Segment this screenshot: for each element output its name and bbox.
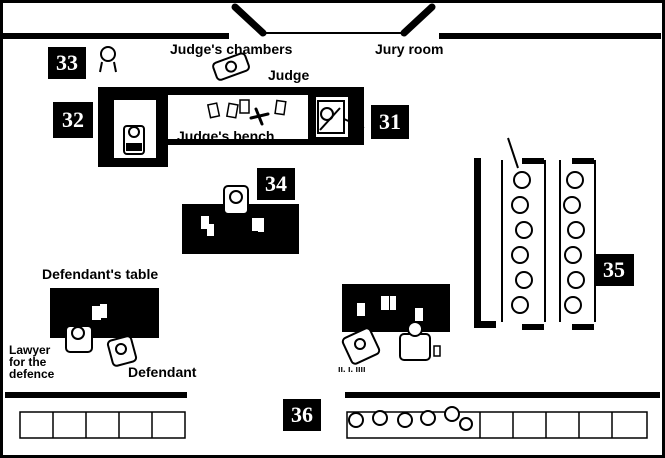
defence-papers	[92, 304, 107, 320]
judge-label: Judge	[268, 67, 310, 83]
stenographer-figure	[223, 185, 249, 215]
gallery-rail-left	[5, 392, 187, 398]
top-wall-left	[3, 33, 229, 39]
gavel-icon	[249, 107, 270, 126]
bench-bottom-rail	[168, 139, 308, 145]
gallery-rail-right	[345, 392, 660, 398]
bench-top-rail	[105, 87, 363, 95]
jurors-front-row	[511, 171, 533, 314]
jury-box	[474, 137, 596, 330]
marker-35: 35	[594, 254, 634, 286]
lawyer-defence-label-line1: Lawyer	[9, 343, 51, 357]
prosecution-papers	[357, 296, 423, 321]
jurors-back-row	[563, 171, 585, 314]
lawyer-defence-label-line3: defence	[9, 367, 55, 381]
prosecutor-figure	[341, 327, 381, 365]
top-wall-right	[439, 33, 661, 39]
marker-32: 32	[53, 102, 93, 138]
court-officer-figure	[99, 46, 117, 73]
marker-33: 33	[48, 47, 86, 79]
lawyer-defence-figure	[65, 325, 93, 353]
door-right-leaf	[400, 3, 436, 37]
prosecution-lawyer-figure	[399, 321, 441, 361]
defendants-table-label: Defendant's table	[42, 266, 159, 282]
lawyer-defence-label-line2: for the	[9, 355, 47, 369]
jury-room-label: Jury room	[375, 41, 444, 57]
defendant-figure	[106, 335, 138, 367]
judges-bench-label: Judge's bench	[177, 128, 275, 144]
marker-34: 34	[257, 168, 295, 200]
bench-papers	[206, 99, 287, 119]
clerk-figure	[123, 125, 145, 155]
stenographer-papers	[201, 216, 264, 236]
marker-31: 31	[371, 105, 409, 139]
spectators	[348, 406, 473, 431]
gallery-bench-right	[346, 411, 648, 439]
judges-chambers-label: Judge's chambers	[170, 41, 293, 57]
judge-figure	[212, 52, 250, 81]
marker-36: 36	[283, 399, 321, 431]
defendant-label: Defendant	[128, 364, 197, 380]
gallery-bench-left	[19, 411, 186, 439]
prosecution-label-partial: ıı. ı. ıııı	[338, 364, 366, 374]
witness-figure	[317, 100, 365, 134]
door-left-leaf	[231, 3, 267, 37]
